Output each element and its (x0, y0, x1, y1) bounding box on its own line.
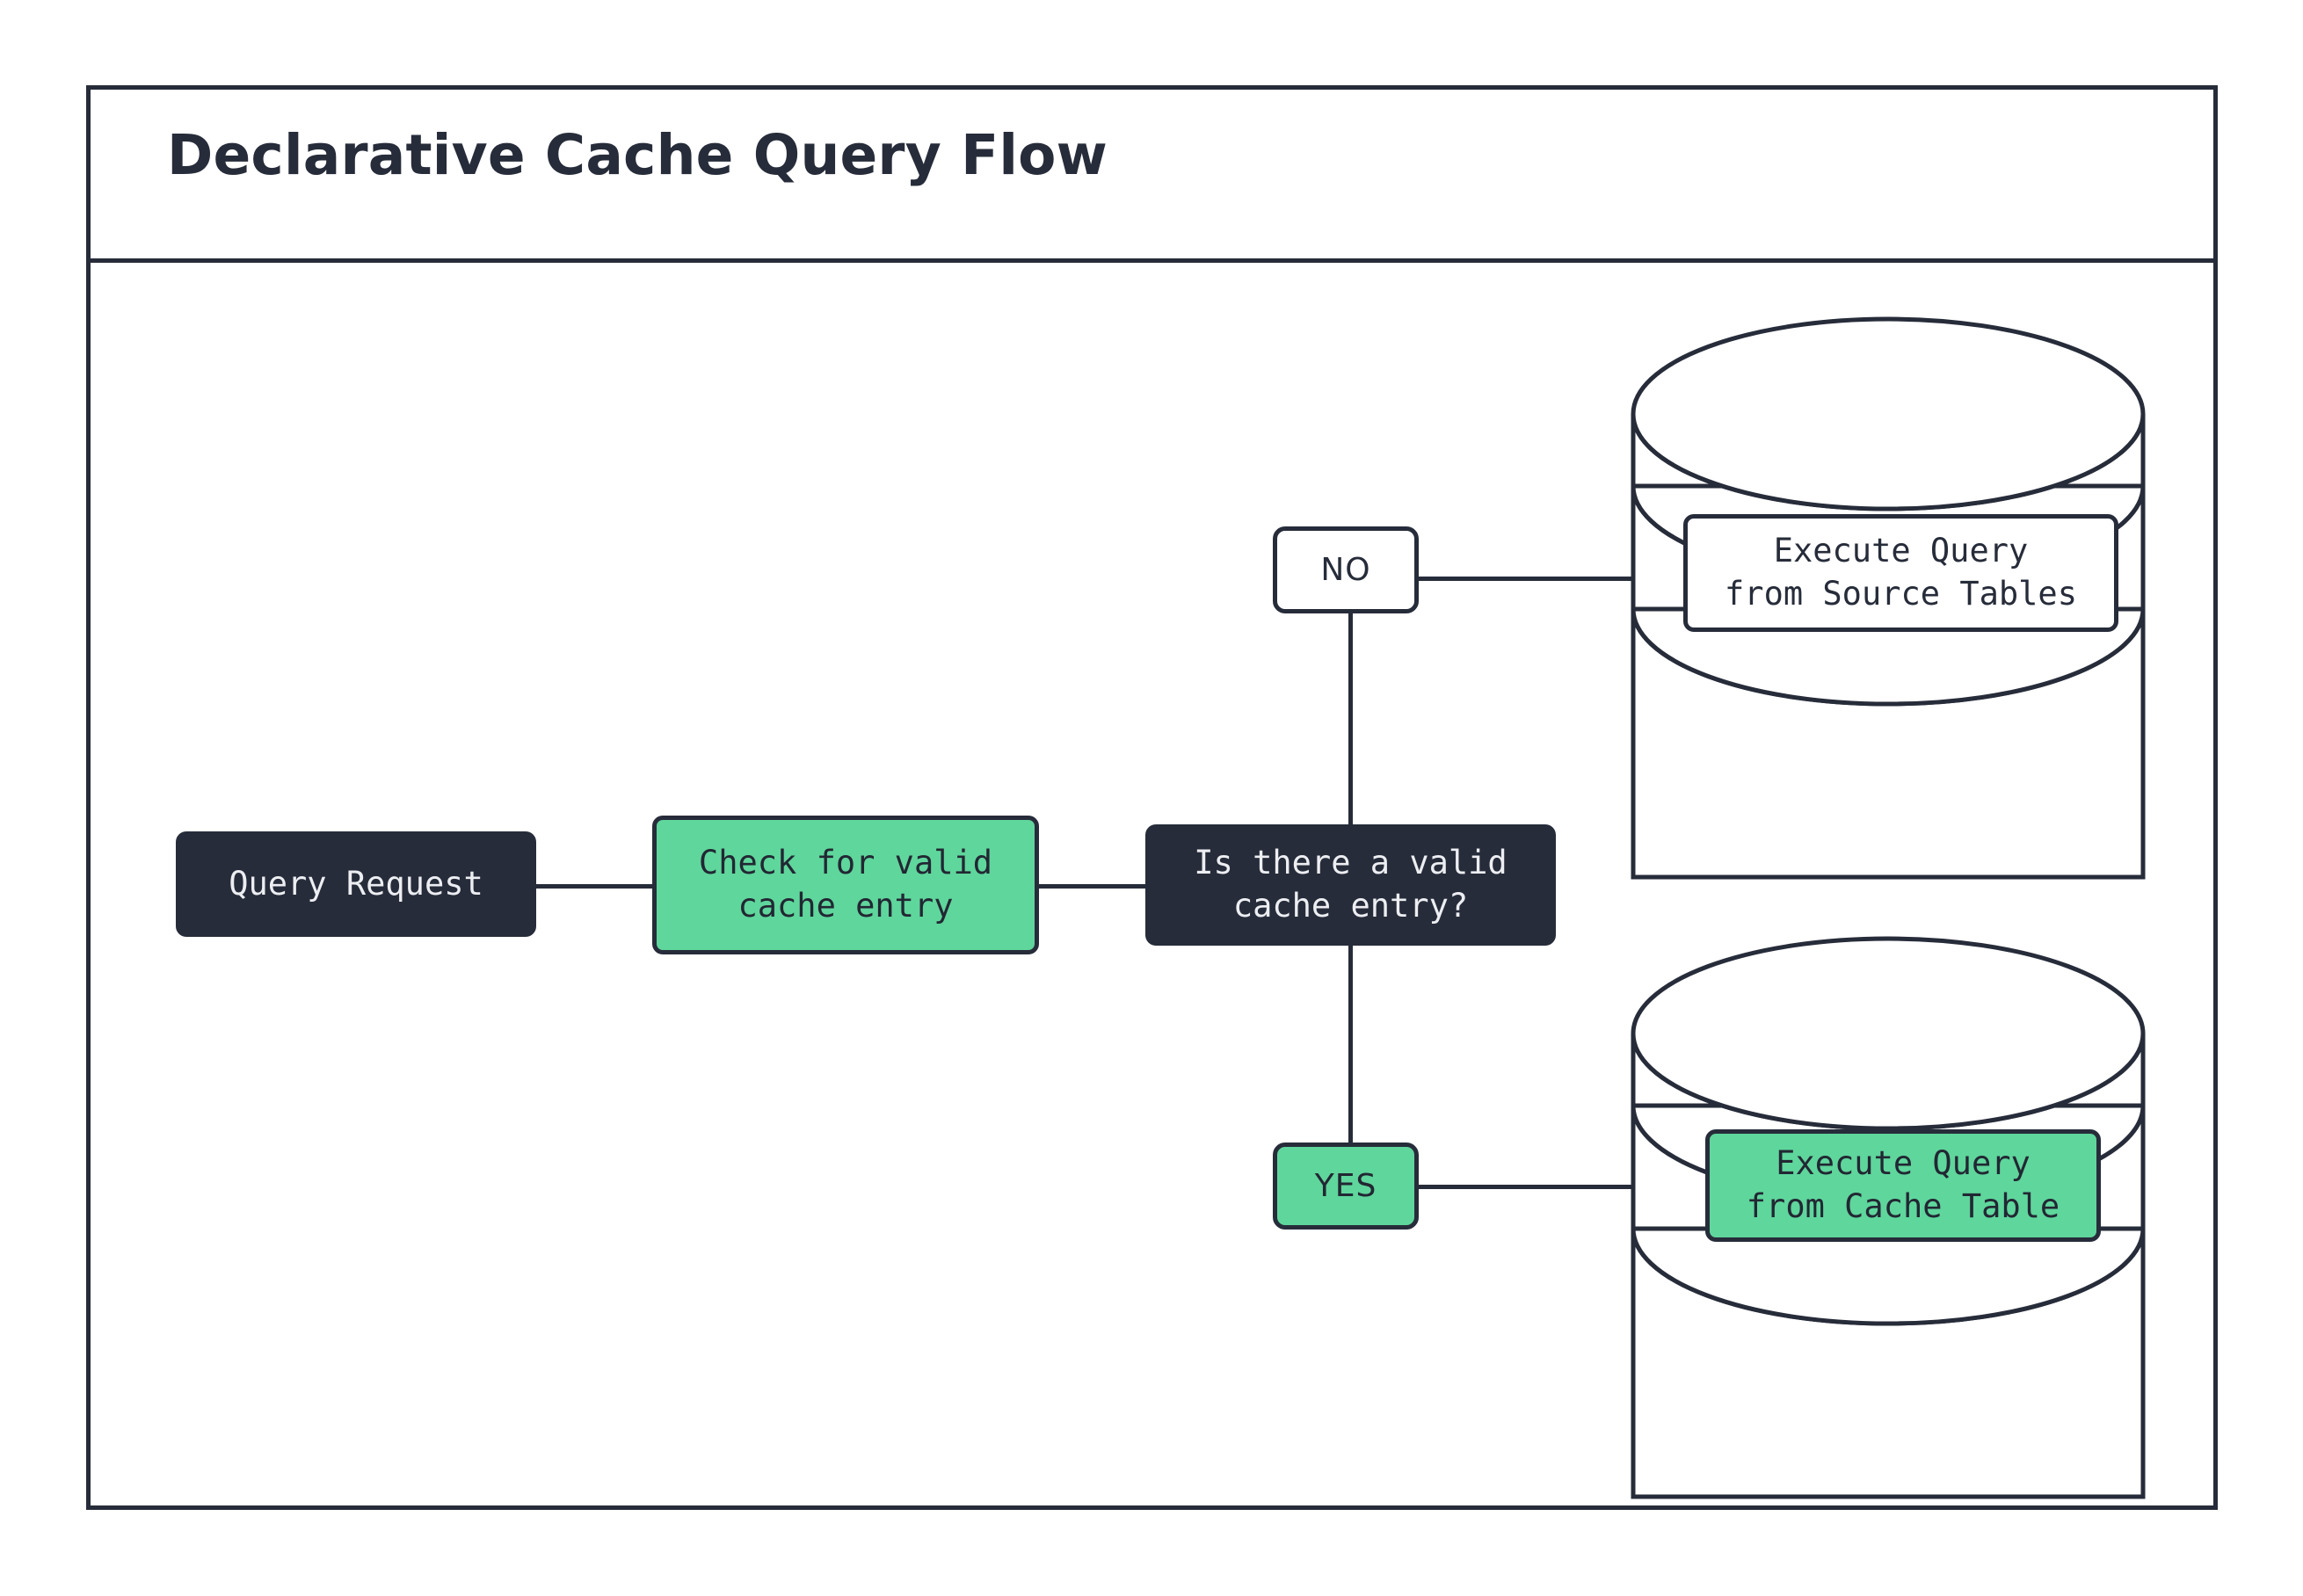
edge-check-to-decision (1037, 884, 1150, 889)
node-execute-cache[interactable]: Execute Query from Cache Table (1705, 1129, 2101, 1242)
node-branch-yes[interactable]: YES (1273, 1143, 1419, 1230)
node-check-cache[interactable]: Check for valid cache entry (652, 816, 1039, 954)
page-title: Declarative Cache Query Flow (167, 123, 1108, 187)
node-decision[interactable]: Is there a valid cache entry? (1145, 824, 1556, 946)
node-execute-source[interactable]: Execute Query from Source Tables (1683, 514, 2118, 632)
edge-decision-to-yes (1348, 940, 1353, 1151)
node-branch-no[interactable]: NO (1273, 526, 1419, 613)
edge-decision-to-no (1348, 612, 1353, 833)
edge-query-to-check (536, 884, 657, 889)
title-divider (86, 258, 2218, 263)
node-query-request[interactable]: Query Request (176, 831, 536, 937)
diagram-frame (86, 85, 2218, 1510)
edge-no-to-source (1417, 577, 1685, 581)
edge-yes-to-cache (1417, 1185, 1685, 1189)
